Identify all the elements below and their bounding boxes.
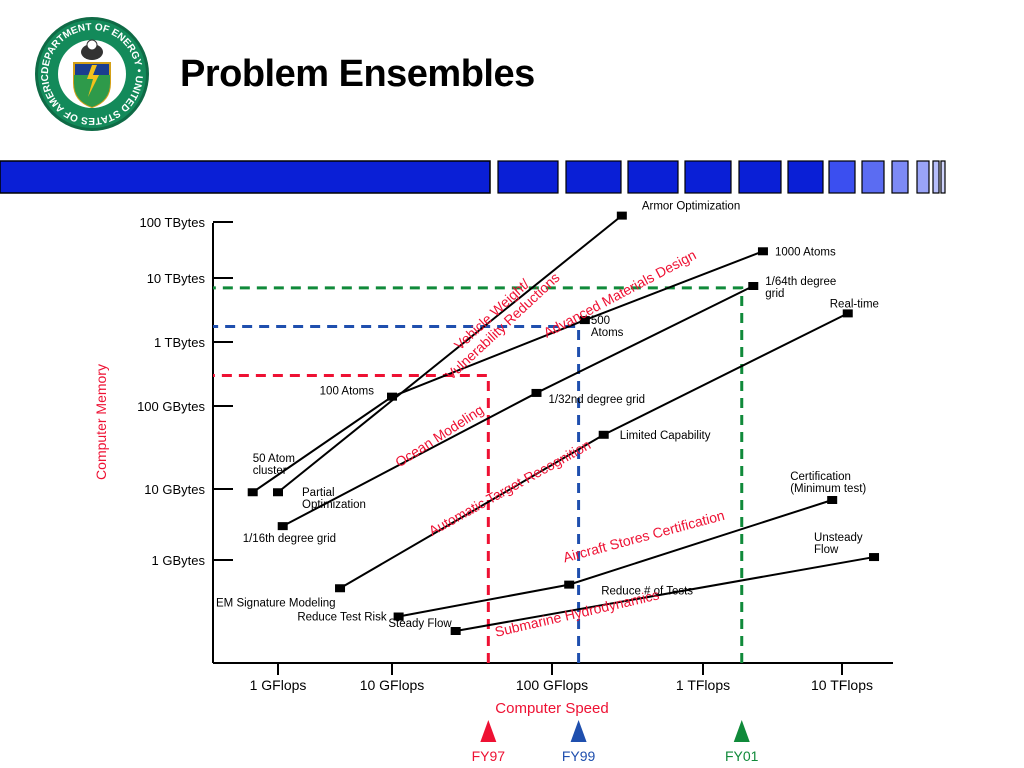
series-name-label: Automatic Target Recognition <box>426 436 593 539</box>
data-point-label: Real-time <box>830 298 879 310</box>
header-bar-block <box>497 160 559 194</box>
data-point-marker <box>247 488 258 497</box>
data-point-label: Certification(Minimum test) <box>790 471 866 495</box>
series-name-label: Vehicle Weight/Vulnerability Reductions <box>431 257 562 382</box>
header-bar-long <box>0 160 491 194</box>
data-point-label: 1/16th degree grid <box>243 533 336 545</box>
data-point-label: EM Signature Modeling <box>216 597 336 609</box>
data-point-marker <box>616 211 627 220</box>
series-line <box>252 250 764 494</box>
header-bar-block <box>684 160 732 194</box>
data-point-label: 1/32nd degree grid <box>548 394 645 406</box>
y-axis-label: Computer Memory <box>93 364 109 480</box>
data-point-label: Reduce # of Tests <box>601 586 693 598</box>
data-point-marker <box>393 612 404 621</box>
y-tick-label: 10 TBytes <box>147 271 206 286</box>
data-point-marker <box>450 627 461 635</box>
data-point-label: Limited Capability <box>620 430 711 442</box>
series-name-label: Aircraft Stores Certification <box>561 507 726 566</box>
x-ticks: 1 GFlops 10 GFlops 100 GFlops 1 TFlops 10 TF… <box>250 663 873 693</box>
x-tick-label: 10 TFlops <box>811 677 873 693</box>
milestone-guides <box>213 286 744 663</box>
data-point-marker <box>335 584 346 593</box>
header-bar-block <box>828 160 856 194</box>
x-tick-label: 1 GFlops <box>250 677 307 693</box>
eagle-icon <box>81 44 103 60</box>
header-bar-block <box>861 160 885 194</box>
header-bar-block <box>916 160 930 194</box>
decorative-bar-strip <box>0 160 946 194</box>
milestone-arrow-icon <box>480 720 497 742</box>
data-point-marker <box>827 495 838 504</box>
series-line <box>455 556 875 632</box>
data-point-marker <box>273 488 283 497</box>
y-tick-label: 1 TBytes <box>154 335 206 350</box>
slide-title: Problem Ensembles <box>180 53 535 95</box>
milestone-markers: FY97 FY99 FY01 <box>472 720 759 764</box>
milestone-label: FY97 <box>472 748 506 764</box>
data-point-marker <box>277 522 288 531</box>
y-tick-label: 1 GBytes <box>152 553 206 568</box>
lightning-icon <box>87 65 99 97</box>
data-point-marker <box>842 309 853 318</box>
header-bar-block <box>627 160 679 194</box>
data-point-marker <box>387 392 397 401</box>
y-ticks: 1 GBytes 10 GBytes 100 GBytes 1 TBytes 10 TB… <box>137 215 233 568</box>
header-bar-block <box>940 160 946 194</box>
y-tick-label: 100 GBytes <box>137 399 205 414</box>
series-name-label: Ocean Modeling <box>392 401 486 470</box>
header-bar-blocks <box>497 160 946 194</box>
data-point-label: Steady Flow <box>388 618 452 630</box>
y-tick-label: 100 TBytes <box>139 215 205 230</box>
series-name-group: Aircraft Stores Certification <box>561 507 726 566</box>
header-bar-block <box>565 160 622 194</box>
data-point-marker <box>579 316 590 325</box>
series-lines <box>247 211 880 635</box>
milestone-arrow-icon <box>733 720 750 742</box>
header-bar-block <box>738 160 782 194</box>
milestone-label: FY99 <box>562 748 596 764</box>
data-point-marker <box>531 388 542 397</box>
data-point-marker <box>869 553 880 562</box>
x-tick-label: 1 TFlops <box>676 677 730 693</box>
milestone-guide-line <box>213 286 744 663</box>
data-point-marker <box>757 247 768 256</box>
milestone-arrow-icon <box>570 720 587 742</box>
header-bar-block <box>891 160 909 194</box>
y-tick-label: 10 GBytes <box>144 482 205 497</box>
x-tick-label: 10 GFlops <box>360 677 425 693</box>
header-bar-block <box>932 160 940 194</box>
series-name-group: Vehicle Weight/Vulnerability Reductions <box>431 257 562 383</box>
data-point-marker <box>564 580 575 589</box>
data-point-marker <box>748 281 759 290</box>
seal-graphic: DEPARTMENT OF ENERGY • UNITED STATES OF … <box>29 7 149 131</box>
x-axis-label: Computer Speed <box>495 700 608 717</box>
header-bar-block <box>787 160 824 194</box>
doe-seal-logo: DEPARTMENT OF ENERGY • UNITED STATES OF … <box>29 7 151 133</box>
milestone-guide-line <box>213 324 581 663</box>
x-tick-label: 100 GFlops <box>516 677 588 693</box>
data-point-label: Reduce Test Risk <box>297 612 387 624</box>
series-name-group: Automatic Target Recognition <box>426 436 593 539</box>
series-name-group: Ocean Modeling <box>392 401 486 470</box>
data-point-label: 1000 Atoms <box>775 246 836 258</box>
series-line <box>277 214 623 494</box>
data-point-label: Armor Optimization <box>642 201 740 213</box>
data-point-label: 100 Atoms <box>320 386 375 398</box>
milestone-label: FY01 <box>725 748 759 764</box>
data-point-marker <box>598 430 609 439</box>
series-name-labels: Vehicle Weight/Vulnerability ReductionsA… <box>392 247 726 640</box>
seal-shield-lower <box>74 75 110 107</box>
